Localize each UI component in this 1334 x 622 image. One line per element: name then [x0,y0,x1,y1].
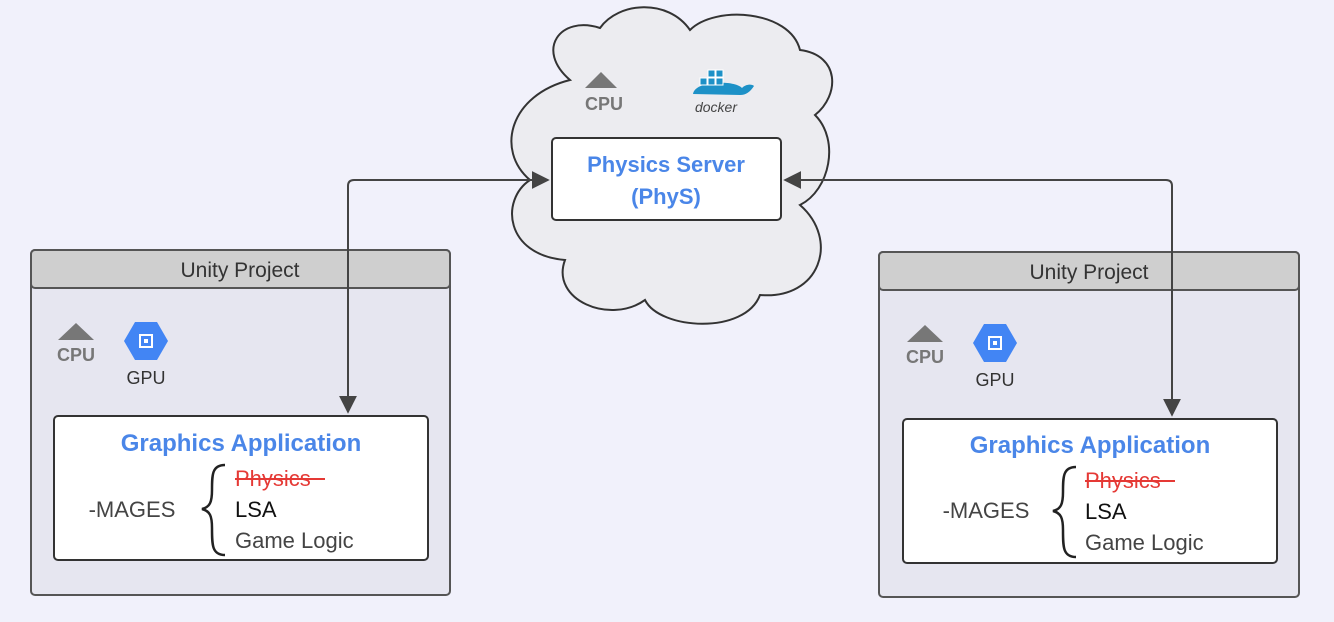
item-lsa: LSA [235,497,277,522]
docker-label: docker [695,99,738,115]
gpu-label: GPU [126,368,165,388]
cpu-label: CPU [57,345,95,365]
physics-server-box [551,137,782,221]
item-game-logic: Game Logic [1085,530,1204,555]
cpu-icon [58,323,94,340]
connector-right [783,171,1181,417]
unity-project-left: Unity Project CPU GPU Graphics Applicati… [30,249,451,596]
mages-label: -MAGES [89,497,176,522]
graphics-application-box [53,415,429,561]
physics-server-title: Physics Server [587,152,745,177]
unity-project-right: Unity Project CPU GPU Graphics Applicati… [878,251,1300,598]
brace [1052,465,1077,559]
gpu-label: GPU [975,370,1014,390]
gpu-icon [124,322,168,360]
graphics-application-title: Graphics Application [970,432,1210,459]
connector-left [339,171,550,414]
unity-project-title: Unity Project [180,259,299,282]
brace [201,463,226,557]
item-game-logic: Game Logic [235,528,354,553]
cloud-cpu-label: CPU [585,94,623,114]
cpu-icon [585,72,617,88]
graphics-application-box [902,418,1278,564]
mages-label: -MAGES [943,498,1030,523]
graphics-application-title: Graphics Application [121,430,361,457]
unity-project-title: Unity Project [1029,261,1148,284]
physics-server-subtitle: (PhyS) [631,184,701,209]
item-lsa: LSA [1085,499,1127,524]
cpu-label: CPU [906,347,944,367]
physics-cloud: CPU docker Physics Server (PhyS) [510,6,834,325]
docker-icon [693,69,754,95]
